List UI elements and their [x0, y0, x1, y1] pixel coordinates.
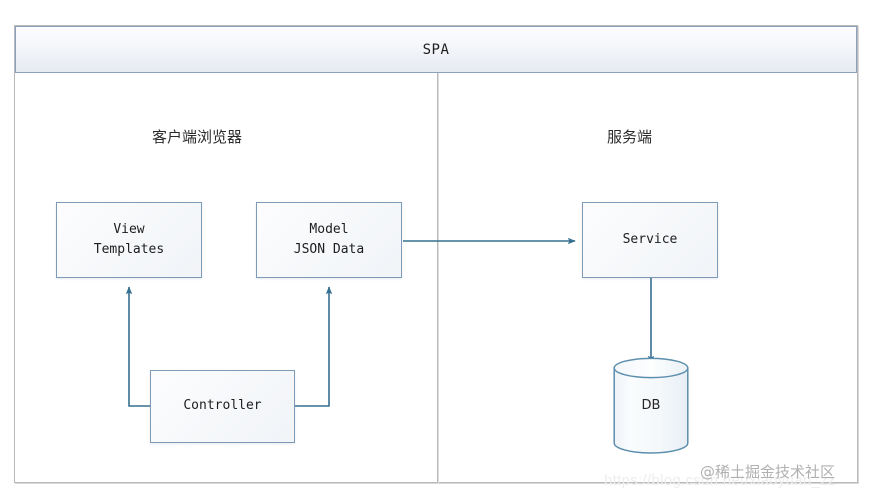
watermark-brand: @稀土掘金技术社区: [700, 463, 836, 481]
node-model-line2: JSON Data: [293, 242, 365, 257]
client-server-divider: [437, 73, 438, 483]
node-view-templates[interactable]: View Templates: [56, 202, 202, 278]
node-model-line1: Model: [309, 221, 349, 237]
node-view-templates-line1: View: [113, 221, 145, 237]
node-controller-label: Controller: [183, 398, 262, 414]
node-view-templates-line2: Templates: [93, 242, 165, 257]
section-label-client: 客户端浏览器: [152, 128, 243, 146]
watermark-url: https://blog.csdn.net/xiaoyuan_zz: [604, 472, 836, 489]
node-model-json-data[interactable]: Model JSON Data: [256, 202, 402, 278]
section-label-server: 服务端: [607, 128, 653, 146]
node-database-shape[interactable]: [613, 357, 689, 454]
diagram-title-bar: SPA: [15, 26, 857, 73]
node-controller[interactable]: Controller: [150, 370, 295, 443]
node-service[interactable]: Service: [582, 202, 718, 278]
node-service-label: Service: [622, 231, 678, 247]
page-title: SPA: [422, 41, 450, 58]
